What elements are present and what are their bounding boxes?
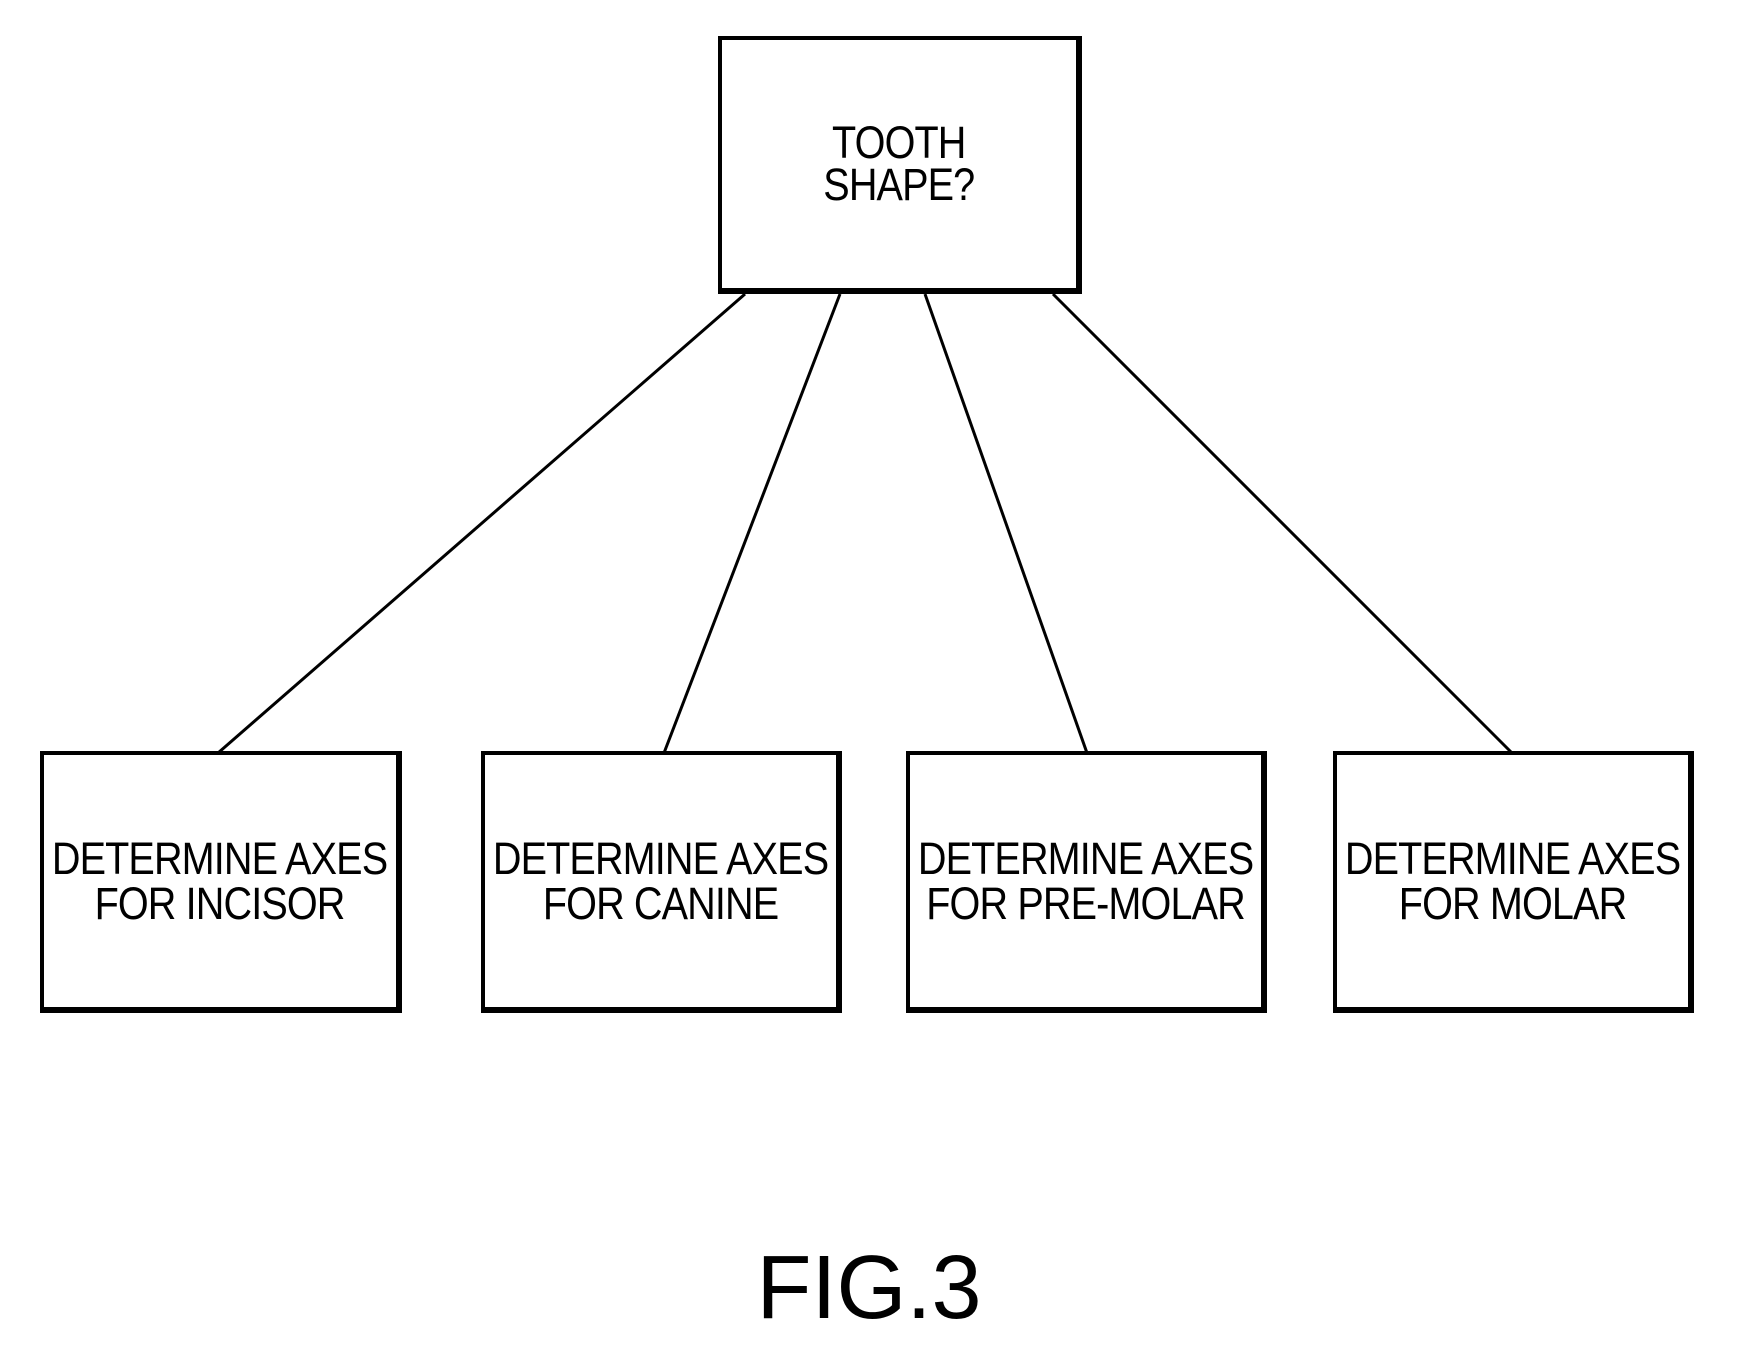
label-line: FOR PRE-MOLAR bbox=[918, 881, 1253, 926]
decision-node-tooth-shape: TOOTH SHAPE? bbox=[718, 36, 1082, 294]
edge-root-to-pre-molar bbox=[925, 294, 1087, 753]
node-label: DETERMINE AXES FOR MOLAR bbox=[1345, 836, 1680, 926]
label-line: FOR MOLAR bbox=[1345, 881, 1680, 926]
label-line: DETERMINE AXES bbox=[918, 836, 1253, 881]
edge-root-to-molar bbox=[1053, 294, 1512, 753]
node-label: TOOTH SHAPE? bbox=[823, 122, 974, 206]
label-line: SHAPE? bbox=[823, 164, 974, 206]
label-line: DETERMINE AXES bbox=[493, 836, 828, 881]
process-node-canine: DETERMINE AXES FOR CANINE bbox=[481, 751, 842, 1013]
label-line: FOR INCISOR bbox=[52, 881, 387, 926]
process-node-incisor: DETERMINE AXES FOR INCISOR bbox=[40, 751, 402, 1013]
node-label: DETERMINE AXES FOR CANINE bbox=[493, 836, 828, 926]
label-line: TOOTH bbox=[823, 122, 974, 164]
label-line: DETERMINE AXES bbox=[52, 836, 387, 881]
edge-root-to-canine bbox=[664, 294, 840, 753]
label-line: DETERMINE AXES bbox=[1345, 836, 1680, 881]
node-label: DETERMINE AXES FOR INCISOR bbox=[52, 836, 387, 926]
label-line: FOR CANINE bbox=[493, 881, 828, 926]
process-node-molar: DETERMINE AXES FOR MOLAR bbox=[1333, 751, 1694, 1013]
figure-caption: FIG.3 bbox=[0, 1243, 1738, 1333]
edge-root-to-incisor bbox=[218, 294, 745, 753]
process-node-pre-molar: DETERMINE AXES FOR PRE-MOLAR bbox=[906, 751, 1267, 1013]
node-label: DETERMINE AXES FOR PRE-MOLAR bbox=[918, 836, 1253, 926]
